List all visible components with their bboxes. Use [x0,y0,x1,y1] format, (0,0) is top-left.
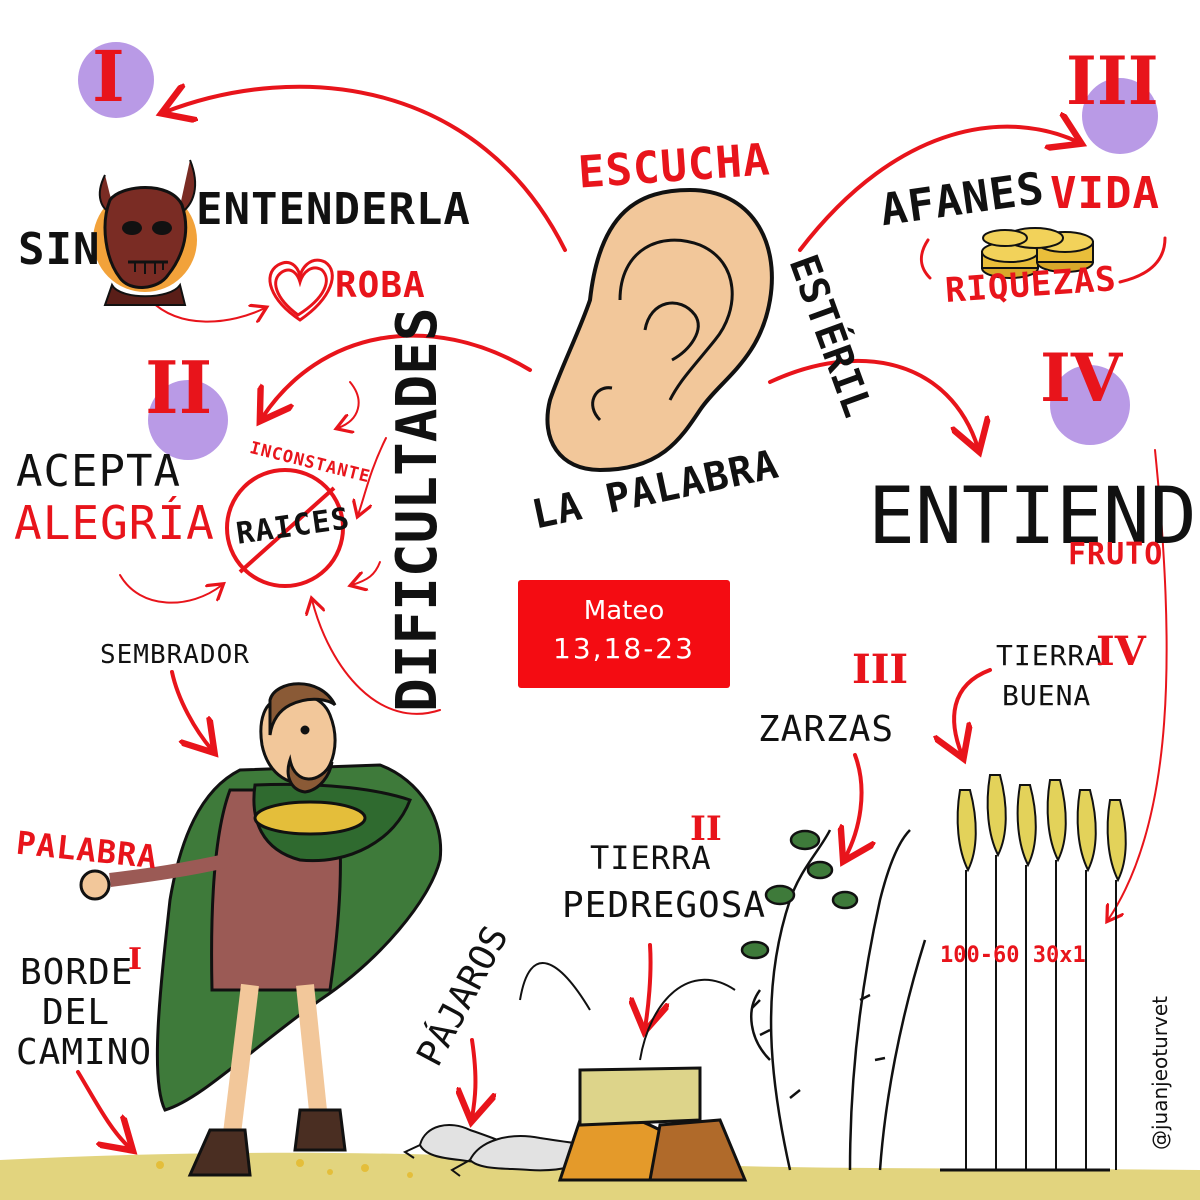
hears-label: ESCUCHA [576,134,772,199]
arrow-diff-to-roots-right [358,437,387,515]
arrow-birds [472,1038,475,1118]
good-numeral: IV [1096,628,1146,675]
sower-icon [79,682,443,1177]
badge-four [1050,365,1130,445]
thorn-plant-icon [740,829,927,1171]
difficulties-label: DIFICULTADES [385,307,450,712]
stone-mound-icon [519,962,748,1182]
steals-label: ROBA [335,265,426,306]
thorns-numeral: III [852,646,909,693]
arrow-joy-to-roots [119,574,222,604]
arrow-path [76,1070,130,1148]
understanding-label: ENTENDERLA [196,184,471,235]
numeral-four: IV [1040,339,1123,417]
wheat-icon [940,774,1127,1172]
good-label-2: BUENA [1002,679,1092,712]
rocky-label-1: TIERRA [590,839,712,877]
arrow-diff-to-roots-low [352,561,381,585]
heart-icon [268,258,334,322]
arrow-diff-loop [312,600,441,715]
demon-icon [93,159,197,306]
arrow-to-one [165,87,567,252]
coins-icon [981,227,1094,279]
arrow-diff-to-inconstant [338,381,360,428]
arrow-four-to-wheat [1108,449,1168,920]
signature: @juanjeoturvet [1148,996,1172,1150]
yield-label: 100-60 30x1 [940,943,1086,968]
reference-verses: 13,18-23 [553,632,695,665]
understands-label: ENTIENDE [868,472,1200,562]
arrow-demon-to-heart [149,299,265,322]
rocky-label-2: PEDREGOSA [562,885,767,926]
arrow-to-three [798,127,1078,252]
numeral-one: I [92,35,125,118]
thorns-label: ZARZAS [758,709,895,750]
joy-label: ALEGRÍA [14,496,215,550]
without-label: SIN [18,224,101,275]
bracket-left [920,238,932,280]
sower-label: SEMBRADOR [100,640,250,670]
path-label-3: CAMINO [16,1032,153,1073]
life-label: VIDA [1050,168,1160,219]
fruit-label: FRUTO [1068,537,1164,572]
numeral-two: II [145,345,213,430]
rocky-numeral: II [690,809,722,849]
arrow-rocky [645,943,651,1028]
arrow-to-two [262,333,532,418]
badge-two [148,380,228,460]
badge-one [78,42,154,118]
path-label-1: BORDE [20,952,134,993]
arrow-sower [170,670,212,750]
path-numeral: I [128,942,143,977]
no-roots-symbol [225,468,345,588]
bracket-right [1118,236,1167,284]
arrow-good [954,668,992,755]
numeral-three: III [1066,42,1159,120]
arrow-to-four [768,358,978,448]
ear-icon [545,187,774,473]
good-label-1: TIERRA [996,639,1104,672]
scripture-reference-box: Mateo 13,18-23 [518,580,730,688]
reference-book: Mateo [583,596,665,626]
badge-three [1082,78,1158,154]
flow-arrows [76,87,1168,1148]
accepts-label: ACEPTA [16,446,181,497]
path-label-2: DEL [42,992,111,1033]
arrow-thorns [845,753,862,858]
